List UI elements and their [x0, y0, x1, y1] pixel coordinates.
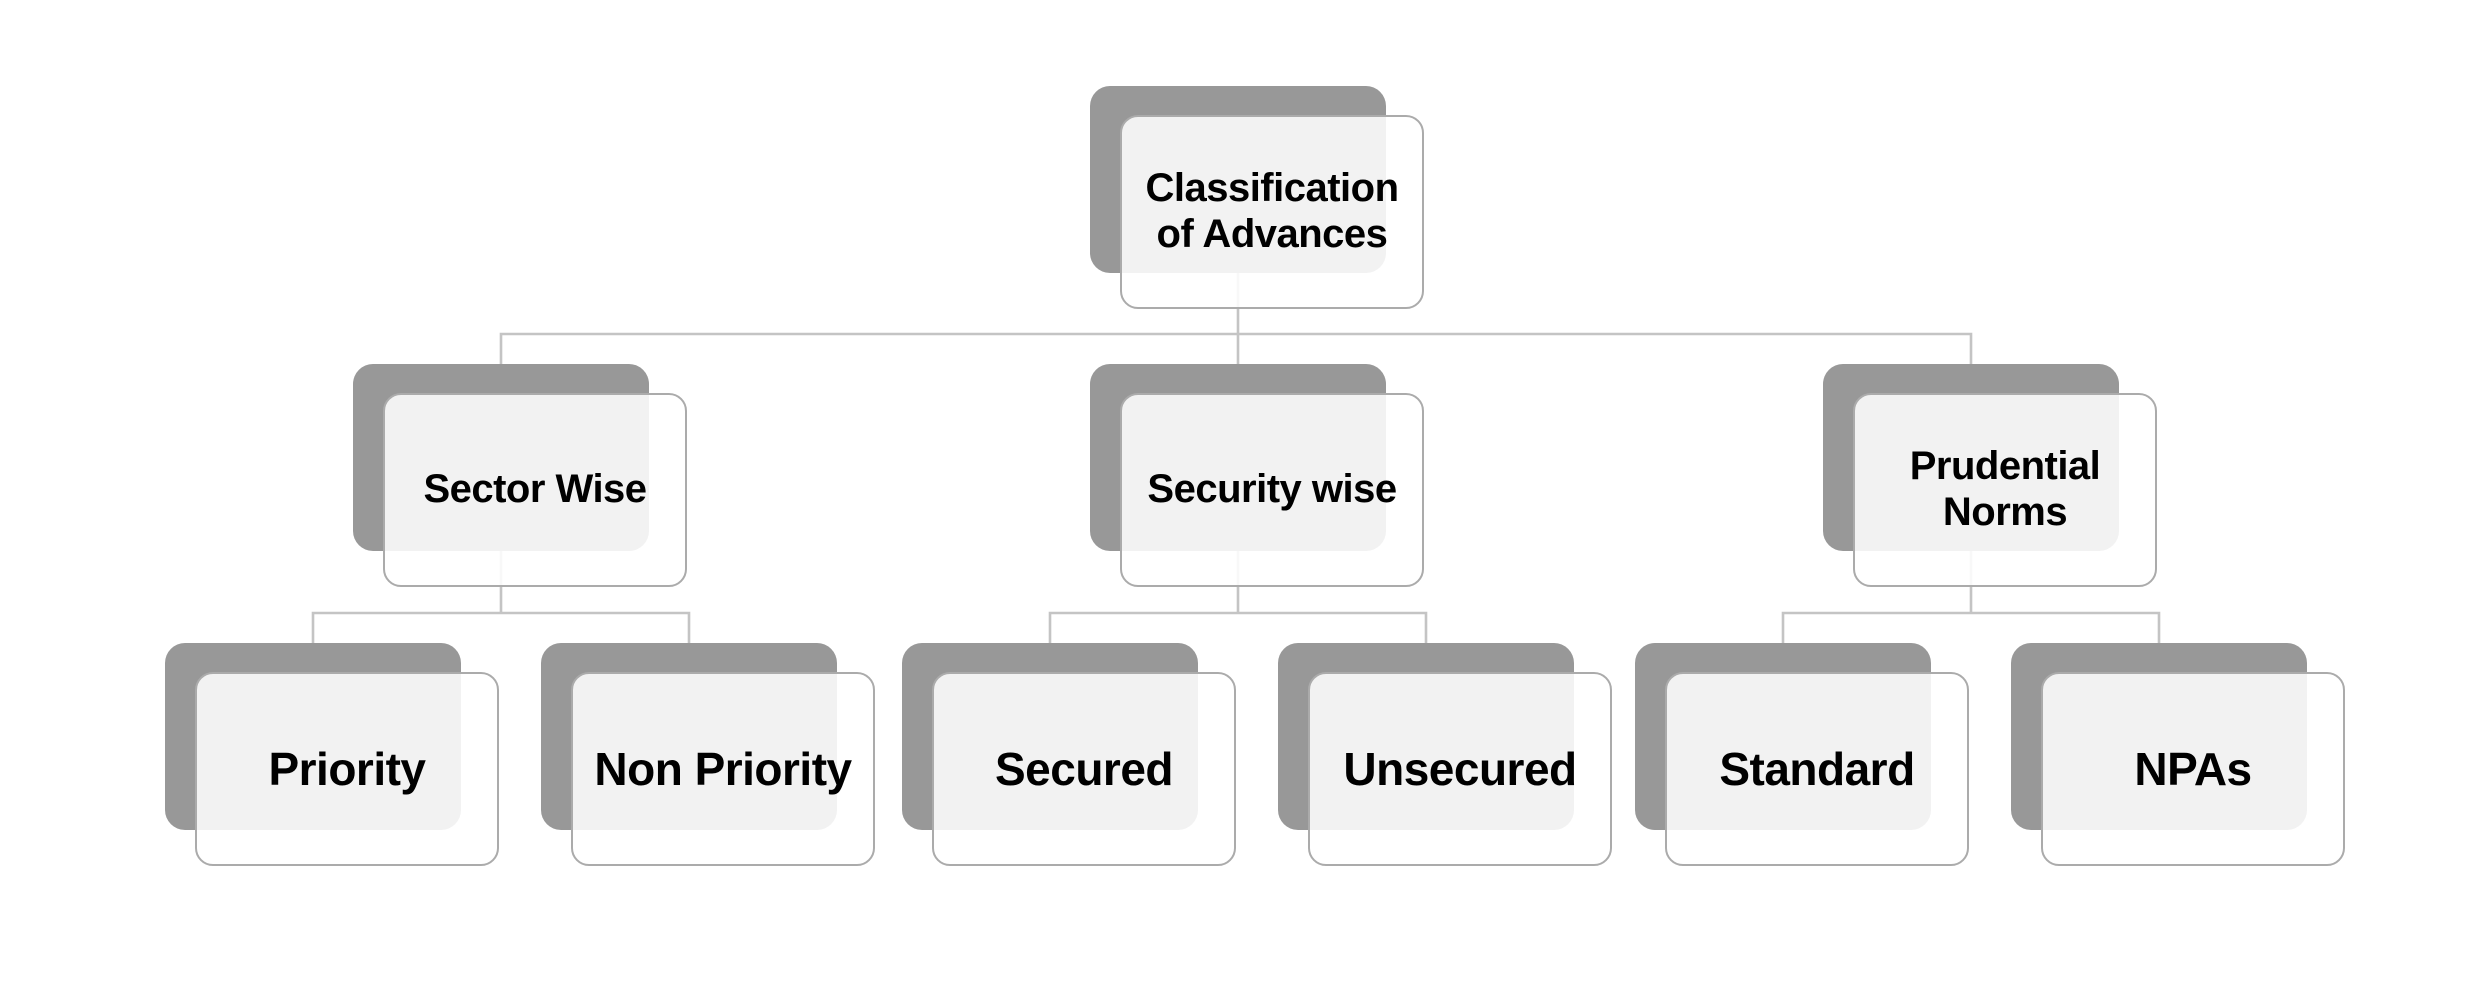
node-security-wise: Security wise [1090, 364, 1424, 587]
node-standard: Standard [1635, 643, 1969, 866]
node-sector-wise: Sector Wise [353, 364, 687, 587]
node-card-non-priority: Non Priority [571, 672, 875, 866]
node-label: Priority [268, 742, 426, 795]
node-label: Unsecured [1343, 742, 1577, 795]
node-label-line: of Advances [1156, 212, 1388, 256]
node-card-npas: NPAs [2041, 672, 2345, 866]
node-secured: Secured [902, 643, 1236, 866]
node-label-line: Norms [1942, 490, 2068, 534]
node-label: Secured [994, 742, 1174, 795]
node-label-line: Non Priority [594, 742, 852, 795]
node-card-security-wise: Security wise [1120, 393, 1424, 587]
node-label-line: Classification [1145, 166, 1399, 211]
node-card-priority: Priority [195, 672, 499, 866]
node-label: Standard [1719, 742, 1915, 795]
node-label-line: Priority [268, 742, 426, 795]
node-npas: NPAs [2011, 643, 2345, 866]
node-label-line: Unsecured [1343, 742, 1577, 795]
node-label: NPAs [2134, 742, 2252, 795]
node-label: Security wise [1147, 467, 1397, 513]
node-non-priority: Non Priority [541, 643, 875, 866]
node-card-standard: Standard [1665, 672, 1969, 866]
node-priority: Priority [165, 643, 499, 866]
node-card-secured: Secured [932, 672, 1236, 866]
node-label: Sector Wise [423, 467, 647, 513]
node-label-line: Secured [994, 742, 1174, 795]
node-card-sector-wise: Sector Wise [383, 393, 687, 587]
node-unsecured: Unsecured [1278, 643, 1612, 866]
node-label-line: Standard [1719, 742, 1915, 795]
node-card-unsecured: Unsecured [1308, 672, 1612, 866]
node-label-line: Security wise [1147, 467, 1397, 512]
node-label: Non Priority [594, 742, 852, 795]
node-label-line: Sector Wise [423, 467, 647, 512]
node-label-line: NPAs [2134, 742, 2252, 795]
node-label-line: Prudential [1909, 444, 2101, 489]
